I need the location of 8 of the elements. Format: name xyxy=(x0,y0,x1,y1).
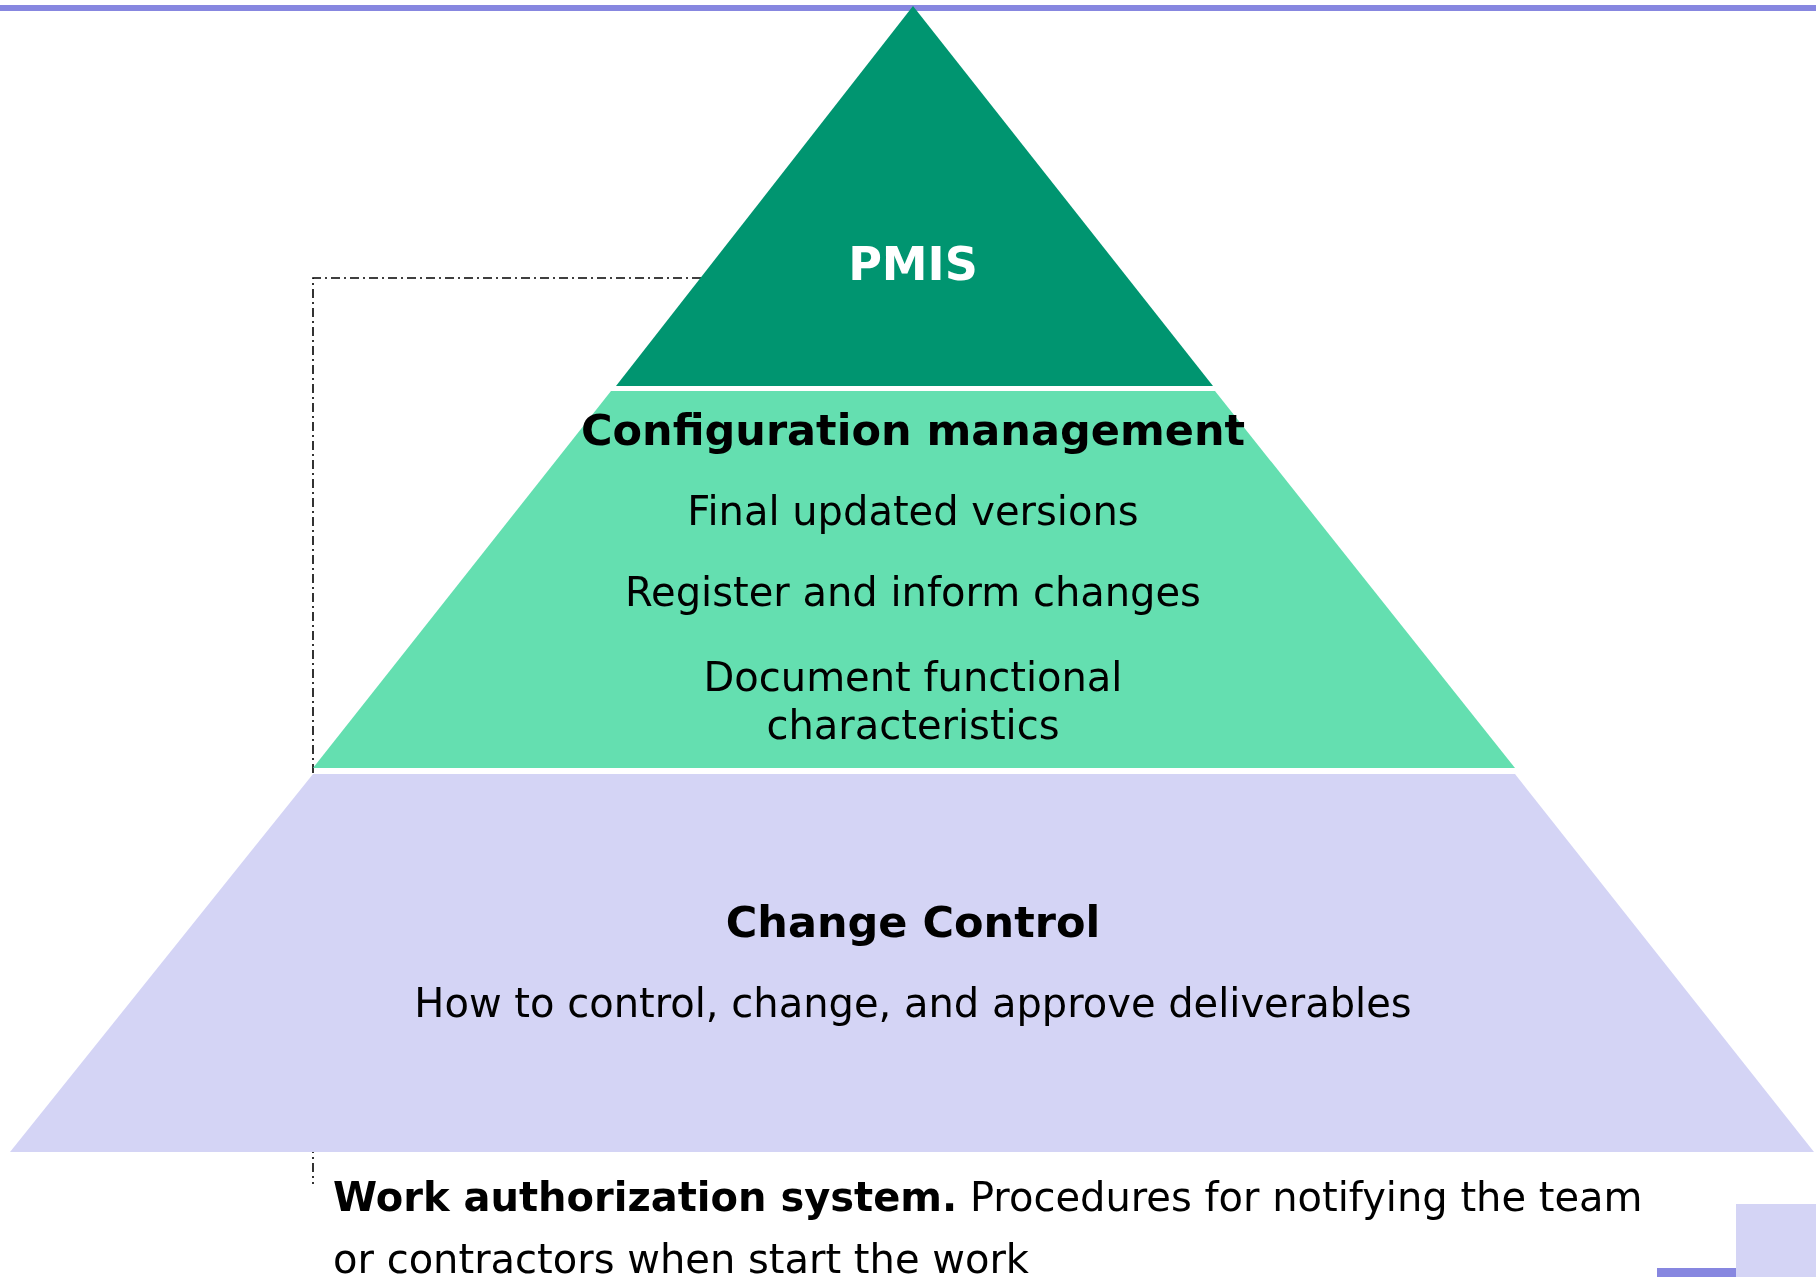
band-text: How to control, change, and approve deliverables xyxy=(414,979,1412,1027)
band-text: PMIS xyxy=(848,237,978,293)
band-text: Register and inform changes xyxy=(625,568,1201,616)
band-heading: Configuration management xyxy=(580,405,1246,457)
band-text: Final updated versions xyxy=(687,487,1139,535)
band-heading: Change Control xyxy=(725,897,1101,949)
note-text: Work authorization system. Procedures for notifying the team or contractors when start the work xyxy=(333,1173,1643,1277)
band-text: Document functional characteristics xyxy=(702,653,1124,749)
